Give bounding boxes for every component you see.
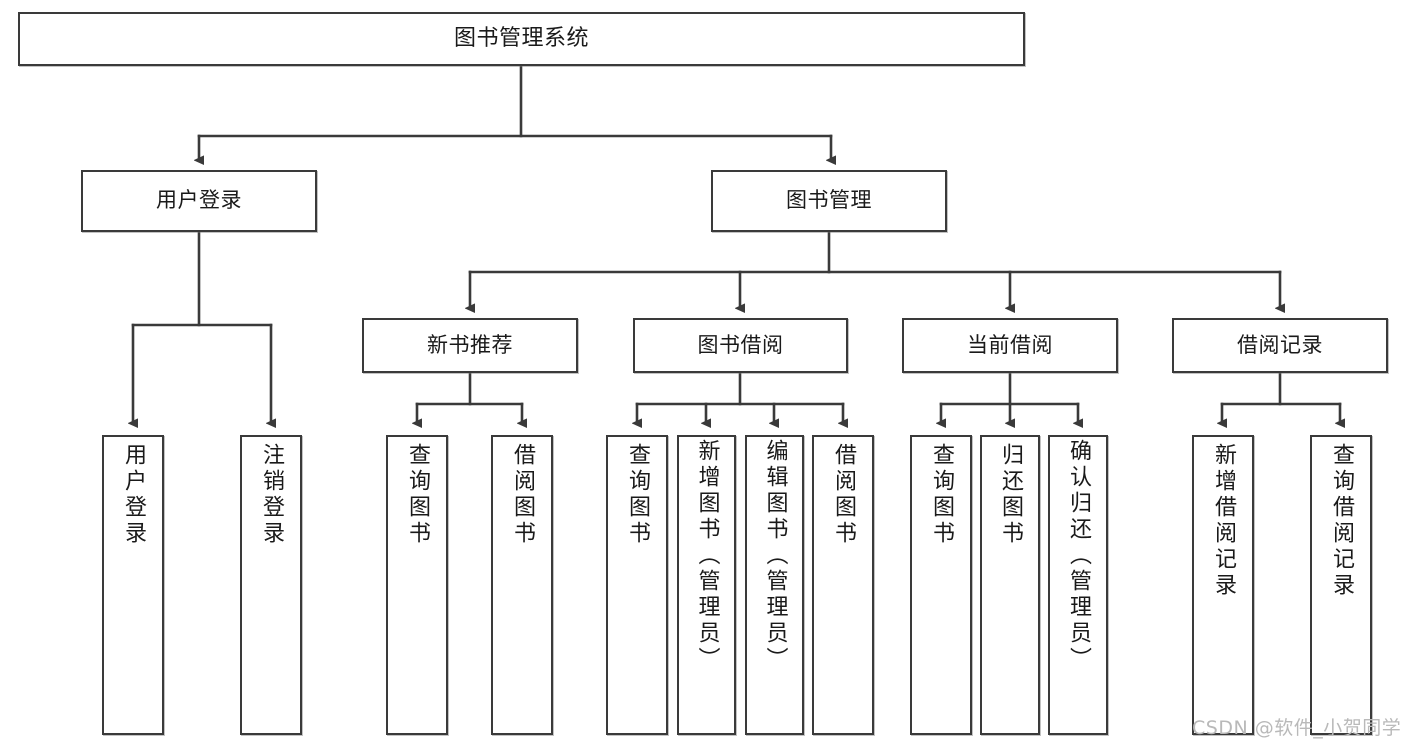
node-label: 查询图书 — [625, 443, 650, 547]
leaf-borrow-books-borrowing[interactable]: 借阅图书 — [812, 435, 874, 735]
leaf-user-login[interactable]: 用户登录 — [102, 435, 164, 735]
node-label: 查询图书 — [405, 443, 430, 547]
node-label: 图书管理系统 — [453, 25, 589, 51]
node-label: 图书管理 — [786, 188, 872, 213]
node-label: 当前借阅 — [967, 332, 1053, 357]
leaf-borrow-books-recommendation[interactable]: 借阅图书 — [491, 435, 553, 735]
node-label: 图书借阅 — [697, 332, 784, 357]
node-root-book-management-system[interactable]: 图书管理系统 — [18, 12, 1025, 66]
node-label: 新书推荐 — [427, 332, 513, 357]
node-label: 确认归还（管理员） — [1066, 439, 1091, 673]
leaf-query-books-recommendation[interactable]: 查询图书 — [386, 435, 448, 735]
node-new-book-recommendation[interactable]: 新书推荐 — [362, 318, 578, 373]
node-book-management[interactable]: 图书管理 — [711, 170, 947, 232]
leaf-confirm-return-admin[interactable]: 确认归还（管理员） — [1048, 435, 1108, 735]
node-book-borrowing[interactable]: 图书借阅 — [633, 318, 848, 373]
node-label: 借阅图书 — [510, 443, 535, 547]
node-label: 注销登录 — [259, 443, 284, 547]
node-label: 用户登录 — [121, 443, 146, 547]
leaf-add-borrow-record[interactable]: 新增借阅记录 — [1192, 435, 1254, 735]
node-borrow-records[interactable]: 借阅记录 — [1172, 318, 1388, 373]
node-label: 借阅图书 — [831, 443, 856, 547]
node-label: 归还图书 — [998, 443, 1023, 547]
node-label: 用户登录 — [156, 188, 242, 213]
node-label: 查询借阅记录 — [1329, 443, 1354, 599]
leaf-query-books-borrowing[interactable]: 查询图书 — [606, 435, 668, 735]
leaf-edit-book-admin[interactable]: 编辑图书（管理员） — [745, 435, 804, 735]
node-label: 查询图书 — [929, 443, 954, 547]
leaf-query-borrow-record[interactable]: 查询借阅记录 — [1310, 435, 1372, 735]
node-label: 编辑图书（管理员） — [762, 439, 788, 673]
csdn-watermark: CSDN @软件_小贺同学 — [1192, 717, 1402, 739]
leaf-add-book-admin[interactable]: 新增图书（管理员） — [677, 435, 736, 735]
node-user-login[interactable]: 用户登录 — [81, 170, 317, 232]
leaf-query-books-current[interactable]: 查询图书 — [910, 435, 972, 735]
node-label: 新增图书（管理员） — [694, 439, 720, 673]
node-label: 借阅记录 — [1237, 332, 1323, 357]
node-label: 新增借阅记录 — [1211, 443, 1236, 599]
leaf-return-books[interactable]: 归还图书 — [980, 435, 1040, 735]
leaf-logout[interactable]: 注销登录 — [240, 435, 302, 735]
node-current-borrowing[interactable]: 当前借阅 — [902, 318, 1118, 373]
